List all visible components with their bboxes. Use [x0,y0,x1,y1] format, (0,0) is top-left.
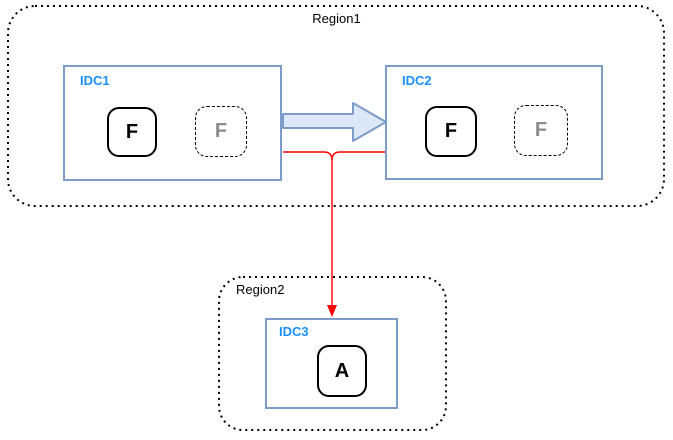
idc-1-primary-node: F [107,107,157,157]
red-arrowhead-icon [327,305,337,317]
idc-2-standby-node: F [514,105,568,156]
idc-2-standby-node-letter: F [534,119,548,141]
idc-2-label: IDC2 [402,73,432,88]
region-2-label: Region2 [236,282,285,297]
idc-1-label: IDC1 [80,73,110,88]
idc-1-standby-node: F [195,106,247,157]
idc-2-primary-node-letter: F [444,120,458,142]
red-connector-left-branch [283,151,333,306]
idc-3-label: IDC3 [279,324,309,339]
idc-1-standby-node-letter: F [214,120,228,142]
idc-2-box: IDC2 F F [385,65,603,180]
idc-3-node: A [317,345,367,397]
idc-1-primary-node-letter: F [125,120,139,143]
red-connector-right-branch [331,151,385,161]
idc-3-box: IDC3 A [265,318,398,409]
idc-2-primary-node: F [425,106,477,157]
block-arrow-idc1-to-idc2 [282,102,387,142]
idc-1-box: IDC1 F F [63,65,282,181]
region-1-label: Region1 [312,11,361,26]
idc-3-node-letter: A [334,359,350,382]
